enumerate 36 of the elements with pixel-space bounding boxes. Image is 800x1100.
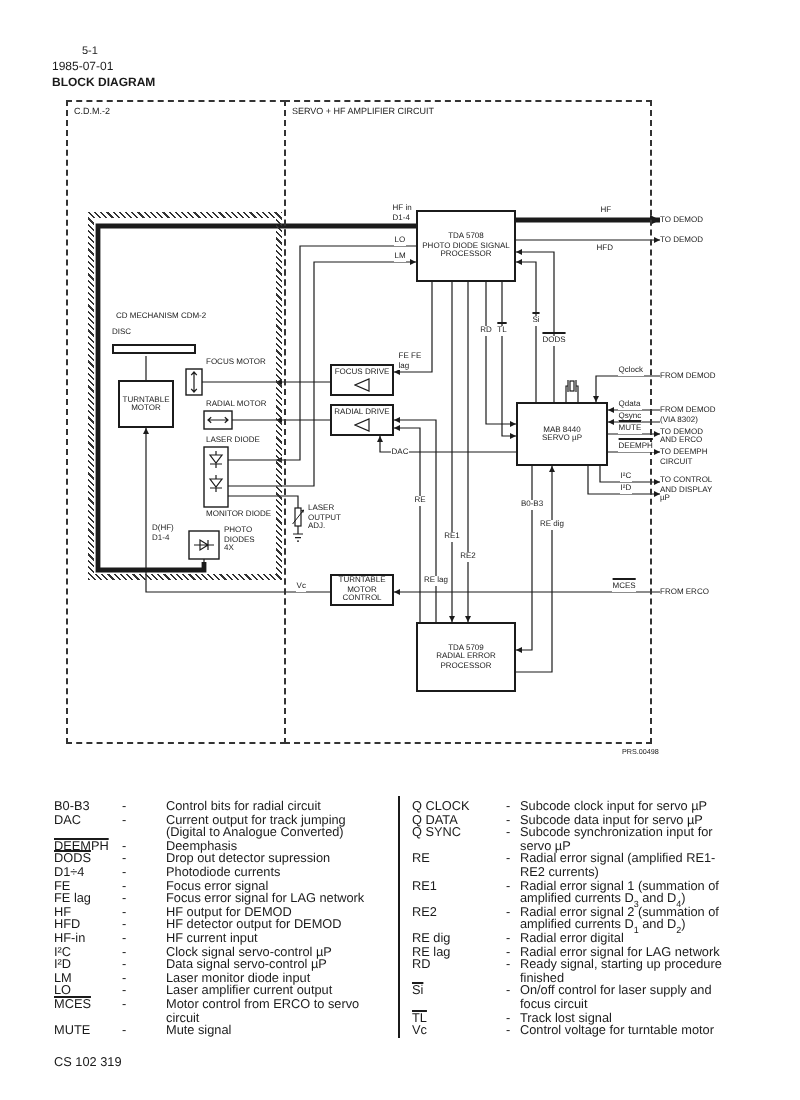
signal-line: [607, 406, 661, 414]
signal-line: [393, 416, 437, 623]
signal-line: [376, 435, 517, 453]
signal-line: [592, 375, 661, 403]
chip-block: [516, 402, 608, 466]
signal-line: [587, 465, 661, 498]
chip-block: [416, 210, 516, 282]
signal-line: [515, 465, 556, 673]
signal-line: [393, 588, 661, 596]
signal-line: [515, 465, 533, 654]
motor-block: [118, 380, 174, 428]
shielded-cable: [516, 215, 660, 225]
signal-line: [275, 495, 299, 501]
signal-line: [142, 427, 331, 593]
signal-line: [448, 281, 456, 623]
signal-line: [145, 355, 147, 381]
signal-line: [599, 465, 661, 486]
signal-line: [607, 448, 661, 456]
signal-line: [275, 416, 331, 424]
signal-line: [393, 281, 433, 376]
signal-line: [393, 424, 421, 623]
signal-line: [515, 236, 661, 244]
control-block: [330, 574, 394, 606]
signal-line: [464, 281, 472, 623]
signal-line: [275, 378, 331, 386]
shielded-cable: [95, 223, 416, 573]
signal-line: [515, 258, 537, 403]
signal-line: [607, 418, 661, 426]
chip-block: [416, 622, 516, 692]
signal-line: [515, 248, 555, 403]
driver-block: [330, 404, 394, 436]
signal-line: [607, 430, 661, 438]
driver-block: [330, 364, 394, 396]
dashed-region: [66, 100, 286, 744]
signal-line: [501, 281, 517, 440]
signal-line: [485, 281, 517, 428]
